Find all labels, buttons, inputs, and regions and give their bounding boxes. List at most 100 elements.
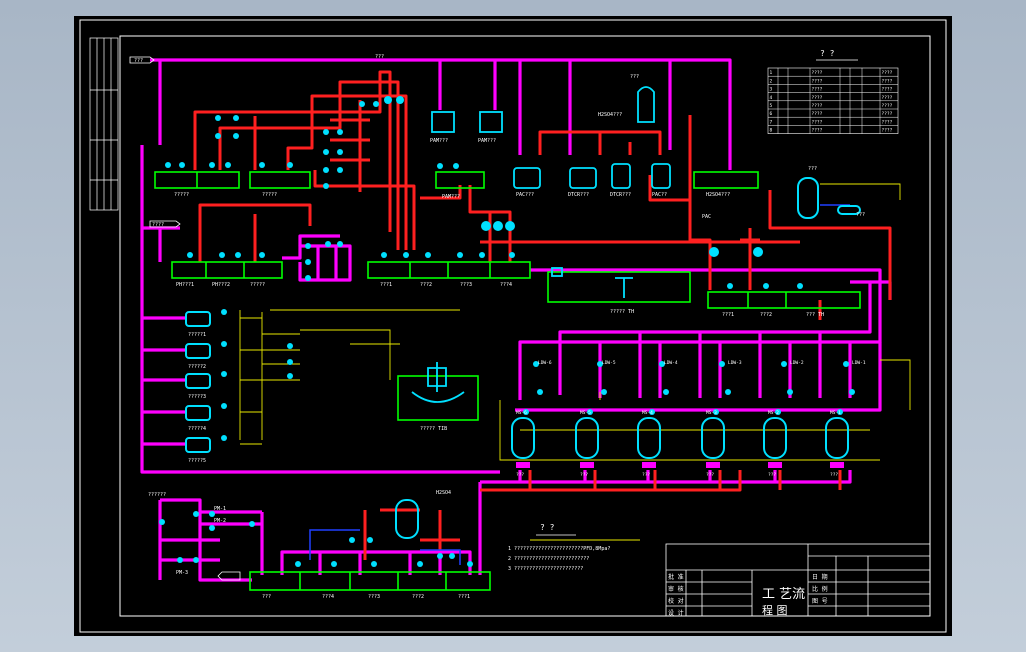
filter-vessel-top-tag: MS-5 — [580, 410, 591, 416]
inner-frame — [119, 35, 931, 617]
label-mix-2: ???2 — [420, 282, 432, 288]
revision-strip — [89, 37, 119, 211]
tb-label-design: 设 计 — [668, 609, 684, 617]
label-filter-4: ?????4 — [188, 426, 206, 432]
main-header-label: ??? — [375, 54, 384, 60]
label-ph-tank-2: PH???2 — [212, 282, 230, 288]
legend-table-cell: 4 — [770, 95, 773, 101]
legend-table-cell: ???? — [812, 87, 823, 93]
label-settler: ????? TH — [610, 309, 634, 315]
outer-frame — [79, 19, 947, 633]
filter-vessel-top-tag: MS-3 — [706, 410, 717, 416]
legend-table-cell: ???? — [812, 103, 823, 109]
label-bottom-pump-3: PM-3 — [176, 570, 188, 576]
filter-vessel-bottom-tag: ??? — [830, 472, 838, 478]
legend-table-cell: 8 — [770, 128, 773, 134]
label-filter-3: ?????3 — [188, 394, 206, 400]
filter-vessel-bottom-tag: ??? — [768, 472, 776, 478]
feed-arrows — [129, 56, 241, 581]
feed-top-label: ??? — [134, 58, 143, 64]
filter-vessels — [395, 177, 861, 539]
filter-bottom-valves — [516, 462, 844, 468]
yellow-pipe-network — [239, 183, 911, 541]
label-clarifier: ????? TIB — [420, 426, 447, 432]
filter-vessel-mid-tag: LDW-5 — [602, 360, 616, 366]
filter-vessel-bottom-tag: ??? — [642, 472, 650, 478]
label-react-tank: ????? — [250, 282, 265, 288]
notes-title: ? ? — [540, 523, 555, 532]
title-block-right-labels: 图 号 比 例 日 期 — [812, 573, 828, 605]
tb-label-check: 校 对 — [668, 597, 684, 605]
magenta-pipe-network — [140, 58, 892, 582]
pumps-and-valves — [159, 96, 855, 567]
legend-table-cell: ???? — [812, 111, 823, 117]
label-bottom-feed: ?????? — [148, 492, 166, 498]
label-dtcr-2: DTCR??? — [610, 192, 631, 198]
legend-table-cell: 2 — [770, 78, 773, 84]
filter-vessel-top-tag: MS-1 — [830, 410, 841, 416]
label-mix-3: ???3 — [460, 282, 472, 288]
horizontal-filters — [185, 311, 211, 453]
label-pam-3: PAM??? — [442, 194, 460, 200]
label-h2so4-tank: H2SO4??? — [598, 112, 622, 118]
filter-vessel-mid-tag: LDW-6 — [538, 360, 552, 366]
legend-table-cell: ???? — [812, 70, 823, 76]
label-pipe-tag-3: ??? — [630, 74, 639, 80]
legend-table-cell: ???? — [882, 111, 893, 117]
notes-line-1: 1 ???????????????????????PFD,8Mpa? — [508, 546, 610, 552]
label-bottom-pump-1: PM-1 — [214, 506, 226, 512]
label-hydro-drum: ??? — [856, 212, 865, 218]
legend-table-cell: ???? — [882, 119, 893, 125]
top-legend-title: ? ? — [820, 49, 835, 58]
filter-vessel-top-tag: MS-4 — [642, 410, 653, 416]
dosing-tanks — [411, 86, 671, 403]
legend-table-cell: ???? — [882, 87, 893, 93]
tb-label-review: 审 核 — [668, 585, 684, 593]
legend-table: 1???????? 2???????? 3???????? 4???????? 5???… — [767, 67, 899, 134]
label-pressure-vessel: ??? — [808, 166, 817, 172]
filter-vessel-top-tag: MS-6 — [516, 410, 527, 416]
legend-table-cell: ???? — [882, 78, 893, 84]
label-clearwell-3: ??? TH — [806, 312, 824, 318]
label-clearwell-2: ???2 — [760, 312, 772, 318]
notes-line-2: 2 ????????????????????????? — [508, 556, 589, 562]
label-mix-1: ???1 — [380, 282, 392, 288]
label-pam-main: PAM??? — [430, 138, 448, 144]
title-block — [665, 543, 931, 617]
legend-table-cell: 1 — [770, 70, 773, 76]
legend-table-cell: ???? — [882, 128, 893, 134]
label-mix-4: ???4 — [500, 282, 512, 288]
green-tanks — [154, 171, 861, 591]
label-clearwell-1: ???1 — [722, 312, 734, 318]
tb-label-scale: 比 例 — [812, 585, 828, 593]
filter-vessel-bottom-tag: ??? — [580, 472, 588, 478]
label-bottom-tank-3: ???2 — [412, 594, 424, 600]
label-h2so4-store: H2SO4??? — [706, 192, 730, 198]
tb-label-date: 日 期 — [812, 573, 828, 581]
tb-label-approve: 批 准 — [668, 573, 684, 581]
filter-vessel-labels: MS-6LDW-6???MS-5LDW-5???MS-4LDW-4???MS-3… — [516, 360, 866, 478]
equipment-labels: PAM??? PAM??? PAM??? PAC??? DTCR??? DTCR… — [148, 74, 865, 600]
label-ph-tank-1: PH???1 — [176, 282, 194, 288]
label-filter-5: ?????5 — [188, 458, 206, 464]
filter-vessel-bottom-tag: ??? — [516, 472, 524, 478]
label-pac-1: PAC??? — [516, 192, 534, 198]
label-pipe-tag-1: H2SO4 — [436, 490, 451, 496]
label-dosing-group-1: ????? — [174, 192, 189, 198]
label-bottom-pump-2: PM-2 — [214, 518, 226, 524]
label-bottom-tank-1: ???4 — [322, 594, 334, 600]
legend-table-cell: ???? — [882, 70, 893, 76]
label-bottom-tank-4: ???1 — [458, 594, 470, 600]
filter-vessel-mid-tag: LDW-1 — [852, 360, 866, 366]
label-dosing-group-2: ????? — [262, 192, 277, 198]
label-filter-2: ?????2 — [188, 364, 206, 370]
legend-table-cell: 3 — [770, 87, 773, 93]
legend-table-cell: 5 — [770, 103, 773, 109]
filter-vessel-mid-tag: LDW-3 — [728, 360, 742, 366]
filter-vessel-top-tag: MS-2 — [768, 410, 779, 416]
feed-left-label: ???? — [152, 222, 164, 228]
title-block-left-labels: 设 计 校 对 审 核 批 准 — [668, 573, 684, 617]
label-dtcr-1: DTCR??? — [568, 192, 589, 198]
legend-table-cell: ???? — [882, 95, 893, 101]
